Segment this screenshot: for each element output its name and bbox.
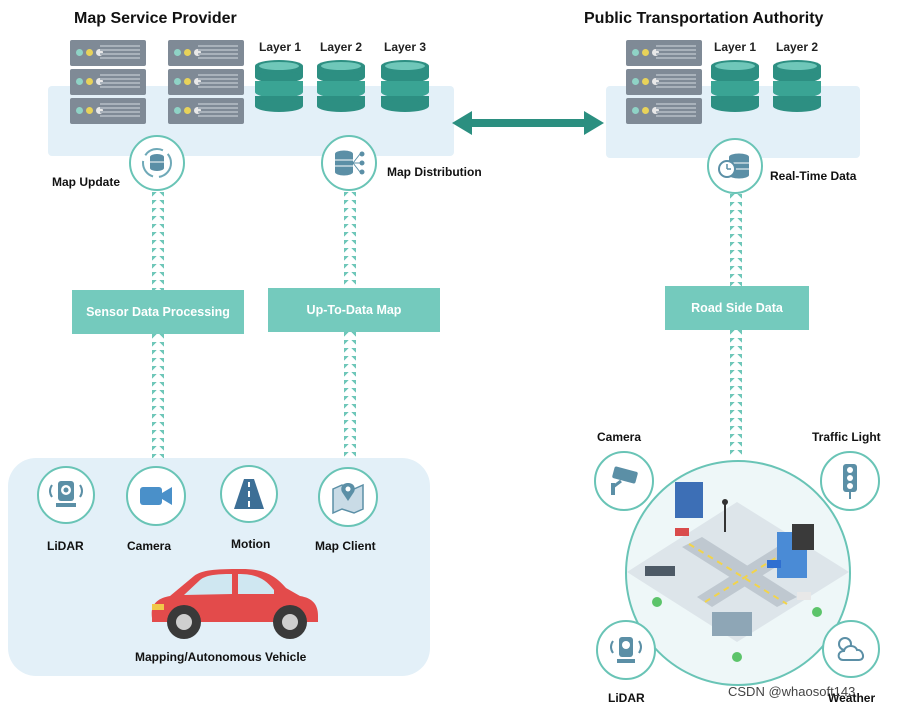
database-layer-1-icon [711, 60, 759, 112]
video-camera-icon [140, 487, 172, 505]
vehicle-sensor-label: LiDAR [47, 539, 84, 553]
connector-line [152, 192, 164, 290]
city-intersection-illustration [627, 482, 849, 662]
map-update-node [129, 135, 185, 191]
lidar-icon [49, 481, 83, 507]
map-client-node [318, 467, 378, 527]
layer-label: Layer 2 [776, 40, 819, 54]
sensor-data-processing-box: Sensor Data Processing [72, 290, 244, 334]
connector-line [730, 194, 742, 286]
connector-line [344, 192, 356, 288]
vehicle-caption: Mapping/Autonomous Vehicle [135, 650, 307, 664]
connector-line [344, 332, 356, 460]
vehicle-sensor-label: Camera [127, 539, 172, 553]
weather-cloud-icon [837, 637, 865, 661]
roadside-weather-label: Weather [828, 691, 876, 705]
real-time-data-label: Real-Time Data [770, 169, 857, 183]
layer-label: Layer 3 [384, 40, 427, 54]
cctv-camera-icon [611, 466, 638, 495]
connector-line [730, 330, 742, 456]
layer-label: Layer 1 [714, 40, 757, 54]
traffic-light-icon [843, 464, 857, 499]
map-update-label: Map Update [52, 175, 121, 189]
vehicle-sensor-label: Motion [231, 537, 271, 551]
connector-line [152, 334, 164, 462]
server-rack-icon [70, 40, 146, 124]
roadside-lidar-node [596, 620, 656, 680]
roadside-weather-node [822, 620, 880, 678]
roadside-traffic-light-label: Traffic Light [812, 430, 881, 444]
map-distribution-node [321, 135, 377, 191]
road-side-data-box: Road Side Data [665, 286, 809, 330]
real-time-data-node [707, 138, 763, 194]
map-distribution-label: Map Distribution [387, 165, 482, 179]
up-to-data-map-box: Up-To-Data Map [268, 288, 440, 332]
road-icon [234, 479, 264, 509]
vehicle-sensor-label: Map Client [315, 539, 376, 553]
roadside-lidar-label: LiDAR [608, 691, 645, 705]
database-layer-2-icon [317, 60, 365, 112]
camera-sensor-node [126, 466, 186, 526]
server-rack-icon [626, 40, 702, 124]
lidar-sensor-node [37, 466, 95, 524]
database-layer-1-icon [255, 60, 303, 112]
database-layer-2-icon [773, 60, 821, 112]
watermark: CSDN @whaosoft143 [728, 684, 856, 699]
layer-label: Layer 1 [259, 40, 302, 54]
database-clock-icon [718, 153, 749, 179]
roadside-camera-node [594, 451, 654, 511]
smart-city-circle [625, 460, 851, 686]
roadside-traffic-light-node [820, 451, 880, 511]
database-layer-3-icon [381, 60, 429, 112]
lidar-icon [610, 637, 642, 663]
map-pin-icon [332, 483, 364, 515]
map-service-provider-title: Map Service Provider [74, 10, 237, 27]
server-rack-icon [168, 40, 244, 124]
transport-authority-title: Public Transportation Authority [584, 10, 824, 27]
layer-label: Layer 2 [320, 40, 363, 54]
database-sync-icon [142, 148, 172, 178]
motion-sensor-node [220, 465, 278, 523]
database-share-icon [335, 150, 365, 176]
bidirectional-arrow-icon [452, 111, 604, 135]
car-icon [151, 569, 318, 639]
roadside-camera-label: Camera [597, 430, 642, 444]
